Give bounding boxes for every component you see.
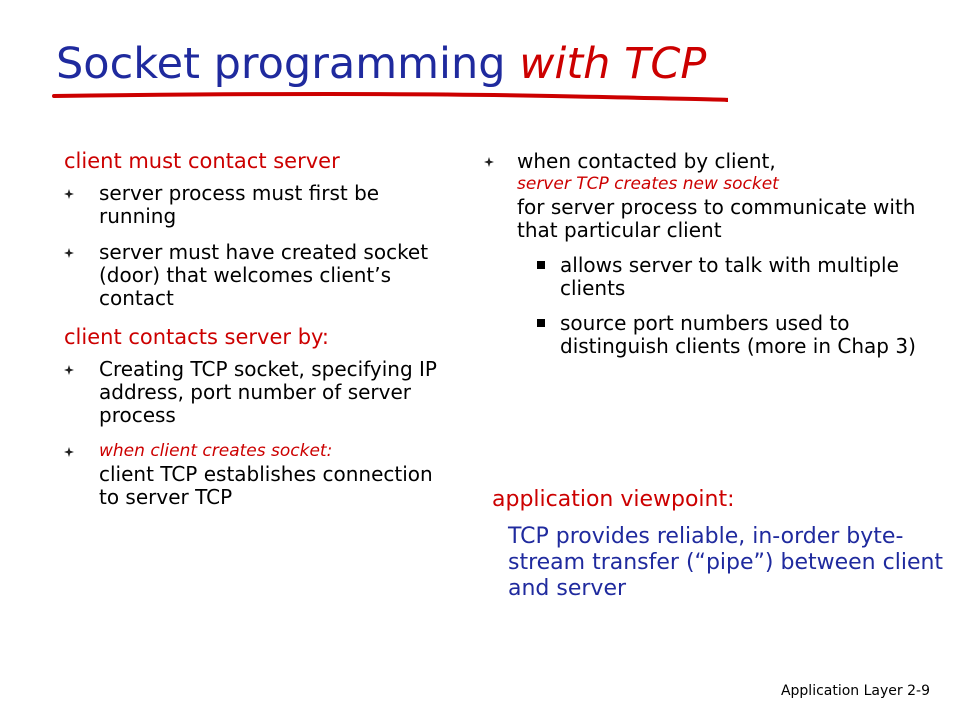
list-item: Creating TCP socket, specifying IP addre…	[64, 358, 444, 427]
list-item-text: server process must first be running	[99, 181, 380, 228]
list-item: server must have created socket (door) t…	[64, 241, 444, 310]
list-item-text: client TCP establishes connection to ser…	[99, 462, 433, 509]
fleur-diamond-bullet-icon	[64, 189, 74, 199]
left-bullet-list-2: Creating TCP socket, specifying IP addre…	[64, 358, 444, 509]
list-item: when client creates socket: client TCP e…	[64, 440, 444, 509]
list-item: server process must first be running	[64, 182, 444, 228]
list-item-text: server must have created socket (door) t…	[99, 240, 429, 310]
sub-bullet-list: allows server to talk with multiple clie…	[517, 254, 944, 358]
square-bullet-icon	[537, 319, 545, 327]
fleur-diamond-bullet-icon	[64, 447, 74, 457]
heading-client-must-contact: client must contact server	[64, 149, 340, 173]
application-viewpoint-box: application viewpoint: TCP provides reli…	[492, 486, 952, 602]
slide-title: Socket programming with TCP	[56, 39, 707, 89]
list-item-text: for server process to communicate with t…	[517, 195, 916, 242]
heading-client-contacts-by: client contacts server by:	[64, 325, 330, 349]
sub-list-item-text: allows server to talk with multiple clie…	[560, 253, 899, 300]
left-column: client must contact server server proces…	[64, 148, 444, 509]
sub-list-item: source port numbers used to distinguish …	[517, 312, 944, 358]
fleur-diamond-bullet-icon	[484, 157, 494, 167]
sub-list-item: allows server to talk with multiple clie…	[517, 254, 944, 300]
list-item-text: Creating TCP socket, specifying IP addre…	[99, 357, 437, 427]
title-main: Socket programming	[56, 39, 506, 89]
right-bullet-list: when contacted by client, server TCP cre…	[484, 150, 944, 358]
list-item-red-text: server TCP creates new socket	[517, 174, 779, 194]
list-item-red-text: when client creates socket:	[99, 441, 333, 461]
slide-footer: Application Layer 2-9	[781, 683, 930, 699]
square-bullet-icon	[537, 261, 545, 269]
footer-section: Application Layer	[780, 683, 903, 699]
list-item: when contacted by client, server TCP cre…	[484, 150, 944, 358]
fleur-diamond-bullet-icon	[64, 248, 74, 258]
fleur-diamond-bullet-icon	[64, 365, 74, 375]
right-column: when contacted by client, server TCP cre…	[484, 150, 944, 358]
application-viewpoint-text: TCP provides reliable, in-order byte-str…	[508, 524, 944, 601]
left-bullet-list-1: server process must first be running ser…	[64, 182, 444, 310]
title-underline	[52, 92, 728, 102]
list-item-text: when contacted by client,	[517, 149, 776, 173]
sub-list-item-text: source port numbers used to distinguish …	[560, 311, 916, 358]
title-emphasis: with TCP	[519, 39, 707, 89]
footer-page-number: 2-9	[907, 683, 930, 699]
heading-application-viewpoint: application viewpoint:	[492, 487, 735, 512]
